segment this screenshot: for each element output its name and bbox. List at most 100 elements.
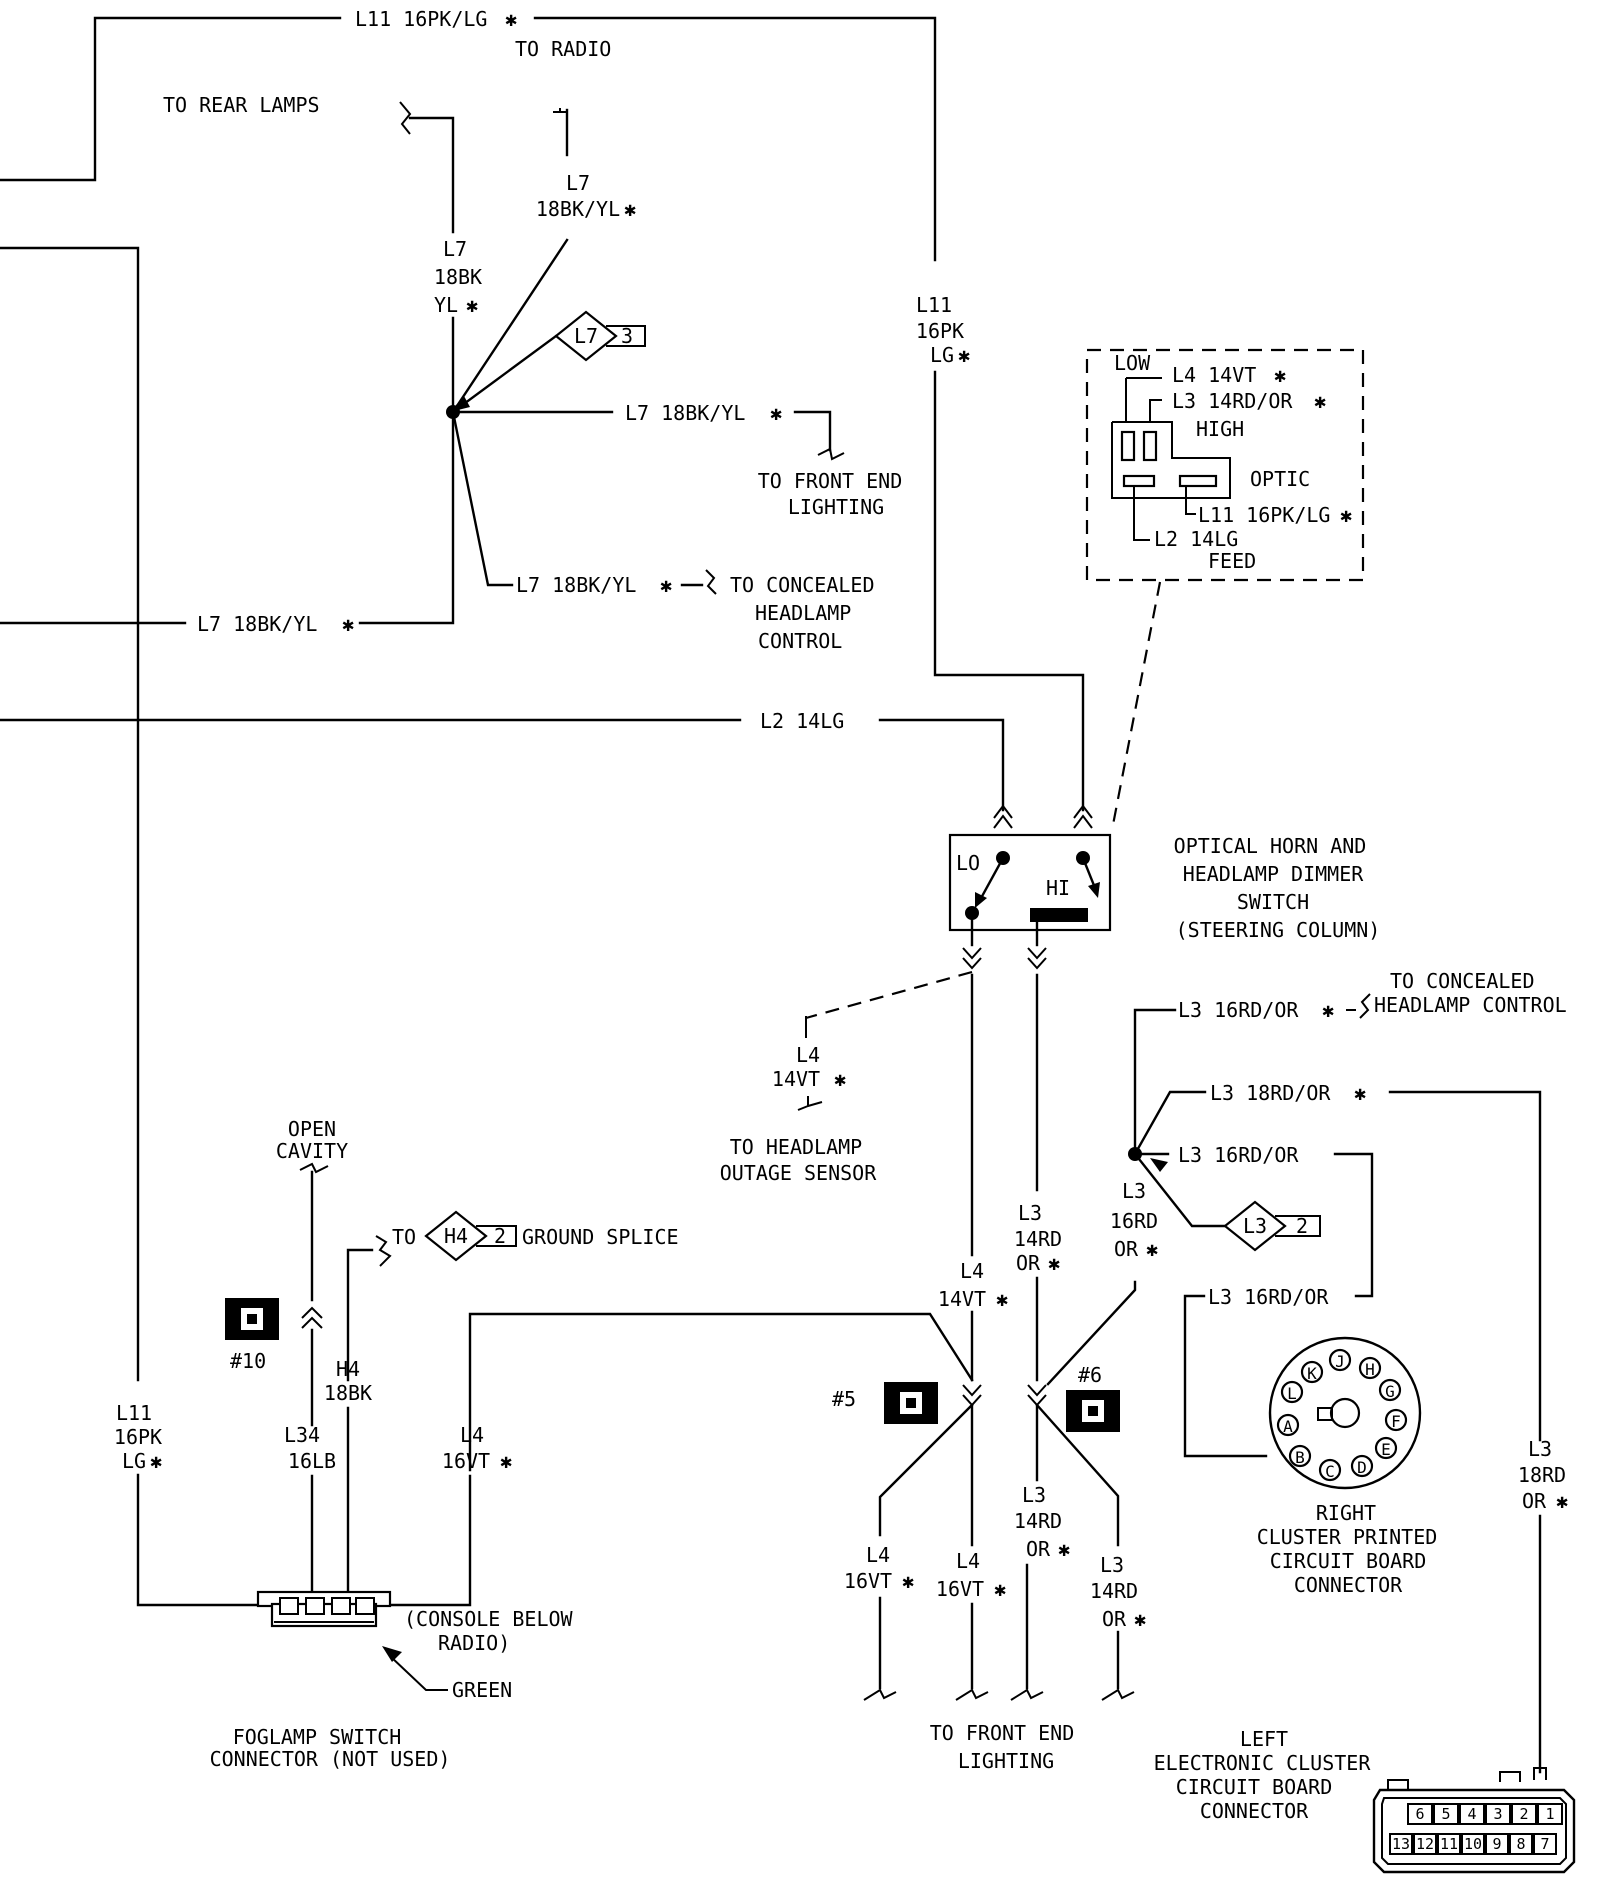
- splice-l3: [1223, 1200, 1287, 1252]
- optic-wire: [1133, 486, 1150, 541]
- label-to-front-end: TO FRONT END: [758, 469, 903, 493]
- pin-h: H: [1365, 1360, 1375, 1379]
- star-mark: ✱: [500, 1449, 512, 1473]
- label-to: TO: [392, 1225, 416, 1249]
- star-mark: ✱: [1314, 389, 1326, 413]
- label-l3-14rd-c3: OR: [1026, 1537, 1051, 1561]
- lc-bottom-pin-label: 9: [1492, 1835, 1501, 1853]
- label-l3-conc: L3 16RD/OR: [1178, 998, 1299, 1022]
- wire-l4-dashed: [805, 970, 973, 1020]
- label-to-front-end-2: LIGHTING: [788, 495, 884, 519]
- splice-h4: [424, 1210, 488, 1262]
- label-left-conn-4: CONNECTOR: [1200, 1799, 1309, 1823]
- label-l7-left-3: YL: [434, 293, 458, 317]
- label-to-concealed-2: HEADLAMP: [755, 601, 851, 625]
- label-l3-14rd: L3: [1018, 1201, 1042, 1225]
- pin-a: A: [1283, 1417, 1293, 1436]
- label-l4-14vt-2: 14VT: [938, 1287, 986, 1311]
- lc-bottom-pin-label: 11: [1440, 1835, 1458, 1853]
- star-mark: ✱: [1134, 1607, 1146, 1631]
- switch-arrow: [1088, 882, 1100, 898]
- connector-break-ground: [375, 1235, 392, 1267]
- pin-e: E: [1381, 1440, 1391, 1459]
- label-l4-16vt-a: L4: [866, 1543, 890, 1567]
- label-console-2: RADIO): [438, 1631, 510, 1655]
- label-l4-dash-2: 14VT: [772, 1067, 820, 1091]
- label-l7-upper-2: 18BK/YL: [536, 197, 620, 221]
- lc-bottom-pin-box: [1533, 1833, 1557, 1855]
- label-sw-hi: HI: [1046, 876, 1070, 900]
- label-left-conn-2: ELECTRONIC CLUSTER: [1154, 1751, 1372, 1775]
- label-switch-title-2: HEADLAMP DIMMER: [1183, 862, 1365, 886]
- wire-l4-16vt-a: [878, 1403, 974, 1537]
- label-l3-14rd-d: L3: [1100, 1553, 1124, 1577]
- lc-top-pin-box: [1511, 1803, 1537, 1825]
- right-connector-pins: K J H L G A F B C D E: [1276, 1348, 1408, 1482]
- wire-h4-upper: [346, 1248, 374, 1382]
- label-optic-l2: L2 14LG: [1154, 527, 1238, 551]
- label-to-front-bottom: TO FRONT END: [930, 1721, 1075, 1745]
- star-mark: ✱: [342, 612, 354, 636]
- lc-bottom-pin-box: [1509, 1833, 1533, 1855]
- connector-chevron: [962, 947, 982, 970]
- connector-6-icon: [1066, 1390, 1120, 1432]
- wire-l4-foglamp: [468, 1312, 974, 1472]
- label-l7-concealed: L7 18BK/YL: [516, 573, 636, 597]
- label-h4-2: 18BK: [324, 1381, 372, 1405]
- wire-l3-16rd-right: [1333, 1152, 1374, 1298]
- label-l4-16vt-a2: 16VT: [844, 1569, 892, 1593]
- label-l4-16vt-b2: 16VT: [936, 1577, 984, 1601]
- label-optic-l11: L11 16PK/LG: [1198, 503, 1330, 527]
- pin-l: L: [1287, 1384, 1297, 1403]
- connector-chevron: [962, 1384, 982, 1407]
- label-l3-16rd-b: L3 16RD/OR: [1208, 1285, 1329, 1309]
- star-mark: ✱: [1340, 503, 1352, 527]
- label-to-conc-ctrl-2: HEADLAMP CONTROL: [1374, 993, 1567, 1017]
- lc-top-pin-box: [1433, 1803, 1459, 1825]
- star-mark: ✱: [1058, 1537, 1070, 1561]
- label-conn5: #5: [832, 1387, 856, 1411]
- label-l3-right-3: OR: [1522, 1489, 1547, 1513]
- lc-top-pin-box: [1407, 1803, 1433, 1825]
- optic-box: [1085, 348, 1365, 582]
- label-l3-splice-2: 16RD: [1110, 1209, 1158, 1233]
- label-conn10: #10: [230, 1349, 266, 1373]
- dimmer-switch: LO HI: [948, 804, 1112, 970]
- foglamp-connector-icon: [256, 1590, 392, 1628]
- lc-top-pin-label: 2: [1519, 1805, 1528, 1823]
- label-sw-lo: LO: [956, 851, 980, 875]
- label-l3-right: L3: [1528, 1437, 1552, 1461]
- star-mark: ✱: [624, 197, 636, 221]
- star-mark: ✱: [834, 1067, 846, 1091]
- label-l3-right-2: 18RD: [1518, 1463, 1566, 1487]
- label-to-rear-lamps: TO REAR LAMPS: [163, 93, 320, 117]
- star-mark: ✱: [1146, 1237, 1158, 1261]
- connector-break-conc: [1346, 993, 1371, 1019]
- star-mark: ✱: [660, 573, 672, 597]
- lc-top-pin-box: [1537, 1803, 1563, 1825]
- splice-l3-num: 2: [1296, 1214, 1308, 1238]
- leader-green: [389, 1655, 448, 1691]
- optic-terminal: [1178, 474, 1218, 488]
- label-green: GREEN: [452, 1678, 512, 1702]
- connector-chevron: [1073, 804, 1093, 829]
- wire-l3-to-splice: [1133, 1152, 1227, 1228]
- connector-break-cavity: [299, 1162, 329, 1174]
- label-l2-main: L2 14LG: [760, 709, 844, 733]
- label-switch-title: OPTICAL HORN AND: [1174, 834, 1367, 858]
- wire-l3-to-right-conn: [1183, 1294, 1268, 1458]
- switch-hi-contact: [1030, 908, 1088, 922]
- right-cluster-connector-icon: [1268, 1336, 1422, 1490]
- label-l3-splice: L3: [1122, 1179, 1146, 1203]
- splice-l3-box: [1275, 1215, 1321, 1237]
- switch-body: [948, 833, 1112, 932]
- label-l4-left: L4: [460, 1423, 484, 1447]
- label-switch-title-3: SWITCH: [1237, 890, 1309, 914]
- lc-bottom-pin-label: 13: [1392, 1835, 1410, 1853]
- label-right-conn-2: CLUSTER PRINTED: [1257, 1525, 1438, 1549]
- label-l3-14rd-c: L3: [1022, 1483, 1046, 1507]
- connector-10-icon: [225, 1298, 279, 1340]
- wire-l4-left-lower: [388, 1474, 472, 1607]
- label-l3-14rd-d3: OR: [1102, 1607, 1127, 1631]
